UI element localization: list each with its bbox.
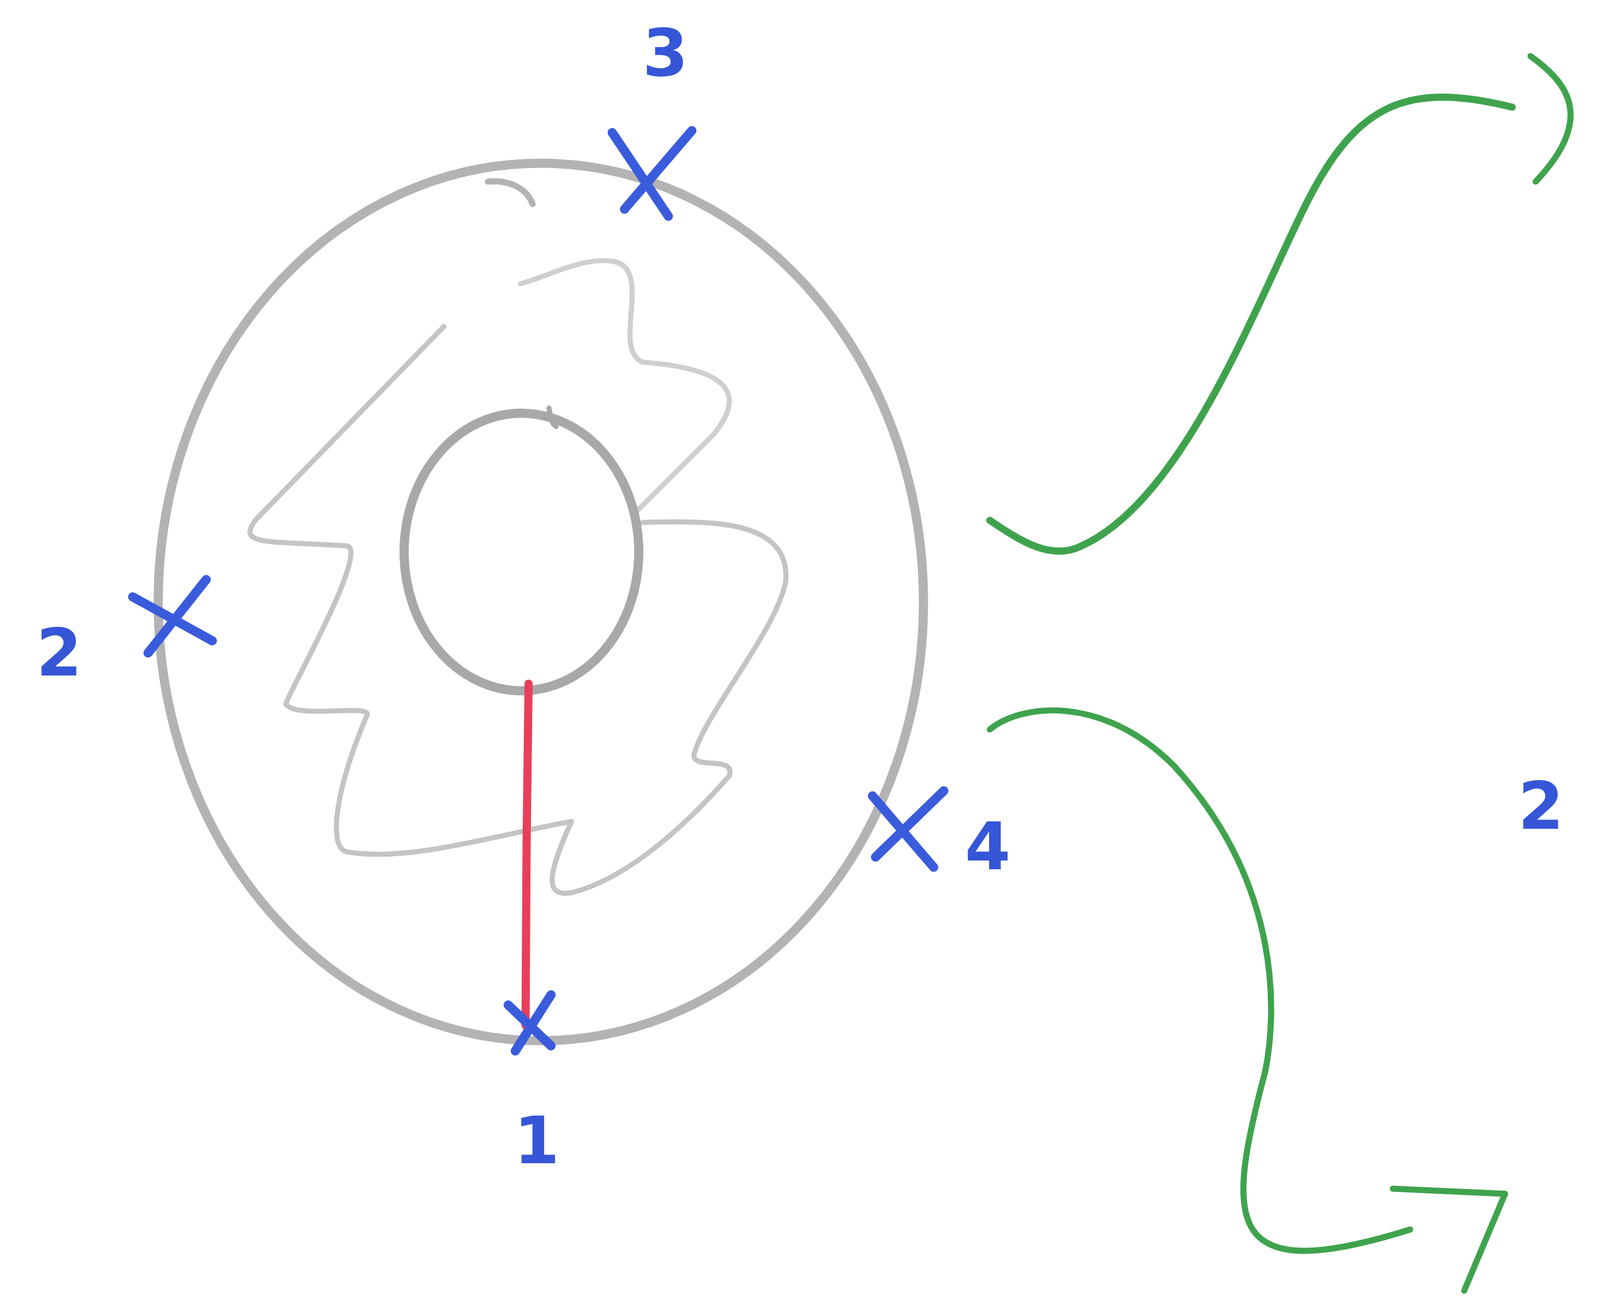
callout-number: 2	[36, 620, 83, 686]
outer-boundary-join	[487, 181, 533, 205]
arrow-head	[1530, 56, 1571, 182]
arrow-shaft	[989, 710, 1411, 1251]
callout-number: 1	[513, 1107, 560, 1174]
inner-boundary-join	[549, 408, 557, 427]
green-arrows	[989, 56, 1571, 1291]
outer-boundary	[158, 163, 924, 1041]
wavy-curve	[250, 326, 787, 894]
x-marks	[132, 130, 944, 1051]
x-mark	[507, 994, 551, 1051]
inner-boundary	[403, 413, 639, 691]
callout-number: 2	[1517, 773, 1564, 840]
arrow-head	[1392, 1188, 1505, 1291]
x-mark	[872, 790, 944, 868]
wavy-curve	[520, 260, 730, 511]
callout-number: 4	[965, 813, 1012, 880]
x-mark	[132, 579, 212, 654]
red-cut	[525, 683, 529, 1026]
x-mark	[612, 130, 692, 217]
arrow-shaft	[989, 97, 1512, 552]
callout-number: 3	[642, 20, 689, 86]
